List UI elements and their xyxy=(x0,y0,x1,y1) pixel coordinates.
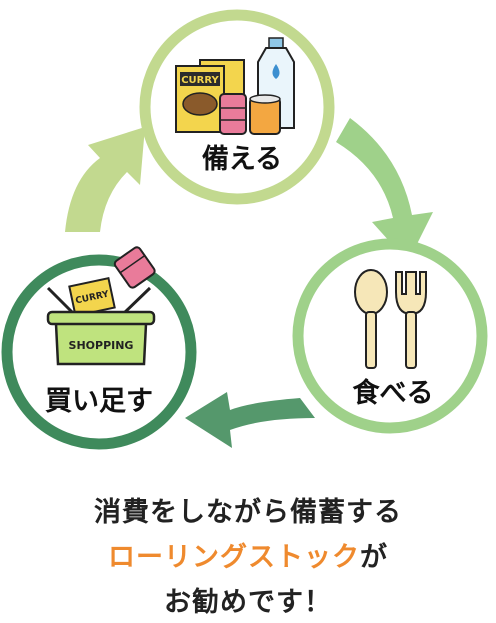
curry-box-label: CURRY xyxy=(181,75,219,86)
canned-food-icon xyxy=(113,246,156,289)
replenish-label: 買い足す xyxy=(45,386,153,417)
basket-label: SHOPPING xyxy=(69,339,134,352)
cycle-arrow-icon xyxy=(185,392,315,448)
cycle-arrow-icon xyxy=(336,118,433,262)
fork-icon xyxy=(395,271,427,369)
shopping-basket-icon: CURRY SHOPPING xyxy=(46,246,156,366)
rolling-stock-cycle-diagram: CURRY 備える 食べる CURRY SHOPPING xyxy=(1,9,488,450)
cycle-arrow-icon xyxy=(65,127,145,232)
canned-food-icon xyxy=(219,93,281,135)
caption-line2-suffix: が xyxy=(360,542,388,573)
caption-line3: お勧めです！ xyxy=(164,587,332,618)
caption-line1: 消費をしながら備蓄する xyxy=(94,497,402,528)
spoon-icon xyxy=(354,269,388,369)
eat-label: 食べる xyxy=(353,377,434,409)
caption-line2: ローリングストックが xyxy=(0,535,496,574)
prepare-label: 備える xyxy=(202,143,282,175)
eat-circle xyxy=(292,238,488,434)
rolling-stock-highlight: ローリングストック xyxy=(108,542,360,573)
